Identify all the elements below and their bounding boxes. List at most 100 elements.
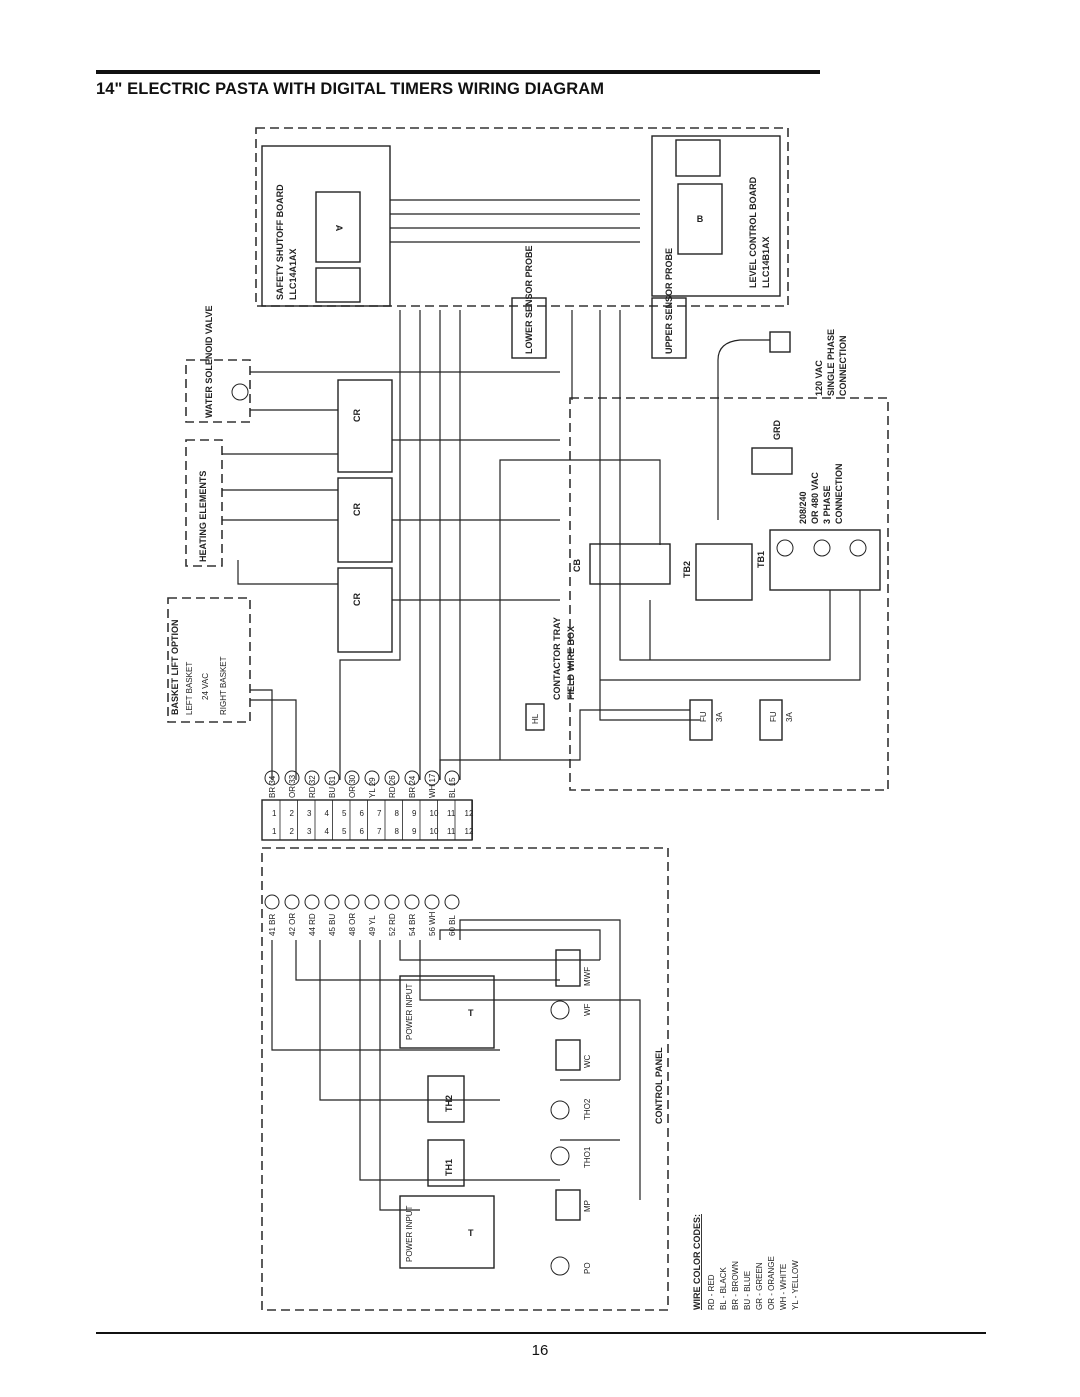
plug — [769, 331, 791, 353]
color-codes-title: WIRE COLOR CODES: — [692, 1214, 702, 1310]
mwf-label: MWF — [583, 967, 592, 986]
grd-label: GRD — [772, 420, 782, 441]
wire-label: BR 34 — [268, 775, 277, 798]
heating-elements-box — [185, 439, 223, 567]
control-panel-outline — [261, 847, 669, 1311]
tho1-label: THO1 — [583, 1146, 592, 1168]
circuit-breakers — [589, 543, 671, 585]
upper-probe-label: UPPER SENSOR PROBE — [664, 248, 674, 354]
wire-label: YL 29 — [368, 777, 377, 798]
color-code-item: WH - WHITE — [779, 1264, 788, 1310]
wire-label: BL 15 — [448, 777, 457, 798]
tb1-label: TB1 — [756, 551, 766, 568]
page-title: 14" ELECTRIC PASTA WITH DIGITAL TIMERS W… — [96, 80, 605, 98]
three-phase-3: 3 PHASE — [822, 485, 832, 524]
three-phase-4: CONNECTION — [834, 464, 844, 525]
wire-label: 48 OR — [348, 913, 357, 936]
terminal-number: 12 — [465, 809, 474, 818]
wire-label: OR 30 — [348, 774, 357, 798]
cr-label-1: CR — [352, 409, 362, 422]
wf-switch — [550, 1000, 570, 1020]
terminal-number: 1 — [272, 827, 277, 836]
wire-label: 44 RD — [308, 913, 317, 936]
wire-label: RD 32 — [308, 775, 317, 798]
transformer-b-label: B — [697, 214, 704, 224]
three-phase-1: 208/240 — [798, 491, 808, 524]
fuse-2 — [759, 699, 783, 741]
footer-rule — [96, 1332, 986, 1334]
lower-probe-label: LOWER SENSOR PROBE — [524, 245, 534, 354]
safety-board-name: SAFETY SHUTOFF BOARD — [275, 184, 285, 300]
terminal-block-tb1 — [769, 529, 881, 591]
machine-outline — [255, 127, 789, 307]
wf-label: WF — [583, 1003, 592, 1016]
basket-lift-outline — [167, 597, 251, 723]
timer-1 — [399, 975, 495, 1049]
terminal-number: 6 — [360, 827, 365, 836]
wire-label: 52 RD — [388, 913, 397, 936]
wire-label: 41 BR — [268, 914, 277, 936]
three-phase-2: OR 480 VAC — [810, 472, 820, 524]
th1-label: TH1 — [444, 1159, 454, 1176]
terminal-number: 9 — [412, 827, 417, 836]
wc-label: WC — [583, 1054, 592, 1068]
wire-label: 45 BU — [328, 914, 337, 936]
tho1-light — [550, 1146, 570, 1166]
basket-lift-title: BASKET LIFT OPTION — [170, 620, 180, 716]
wire-label: 49 YL — [368, 915, 377, 936]
basket-right: RIGHT BASKET — [219, 656, 228, 715]
wire-label: BR 24 — [408, 775, 417, 798]
contactor-1 — [337, 379, 393, 473]
thermostat-th2 — [427, 1075, 465, 1123]
wire-label: 54 BR — [408, 914, 417, 936]
title-rule — [96, 70, 820, 74]
upper-sensor-probe — [651, 297, 687, 359]
terminal-number: 7 — [377, 809, 382, 818]
terminal-number: 1 — [272, 809, 277, 818]
thermostat-th1 — [427, 1139, 465, 1187]
wire-labels-top: BR 34 OR 33 RD 32 BU 31 OR 30 YL 29 RD 26 BR 24… — [264, 770, 460, 798]
mp-switch — [555, 1189, 581, 1221]
tho2-light — [550, 1100, 570, 1120]
cr-label-2: CR — [352, 503, 362, 516]
terminal-block-tb2 — [695, 543, 753, 601]
terminal-number: 12 — [465, 827, 474, 836]
terminal-number: 5 — [342, 827, 347, 836]
wire-label: BU 31 — [328, 775, 337, 798]
cord-line1: 120 VAC — [814, 360, 824, 396]
timer-2-t: T — [468, 1228, 474, 1238]
wc-switch — [555, 1039, 581, 1071]
terminal-number: 3 — [307, 827, 312, 836]
wire-label: 60 BL — [448, 915, 457, 936]
tb2-label: TB2 — [682, 561, 692, 578]
terminal-number: 11 — [447, 809, 456, 818]
wire-label: 42 OR — [288, 913, 297, 936]
wire-label: OR 33 — [288, 774, 297, 798]
wire-label: WH 17 — [428, 773, 437, 798]
cord-line2: SINGLE PHASE — [826, 329, 836, 396]
lower-sensor-probe — [511, 297, 547, 359]
basket-left: LEFT BASKET — [185, 662, 194, 715]
color-code-item: BU - BLUE — [743, 1271, 752, 1310]
th2-label: TH2 — [444, 1095, 454, 1112]
terminal-number: 4 — [325, 827, 330, 836]
power-cord — [717, 339, 770, 520]
heating-label: HEATING ELEMENTS — [198, 471, 208, 562]
terminal-number: 8 — [395, 809, 400, 818]
fu1-rating: 3A — [715, 712, 724, 722]
basket-vac: 24 VAC — [201, 673, 210, 700]
terminal-number: 10 — [430, 809, 439, 818]
level-board-name: LEVEL CONTROL BOARD — [748, 176, 758, 288]
wire-labels-bottom: 41 BR 42 OR 44 RD 45 BU 48 OR 49 YL 52 RD 54 BR… — [264, 894, 460, 936]
timer-1-t: T — [468, 1008, 474, 1018]
water-valve-label: WATER SOLENOID VALVE — [204, 305, 214, 418]
wire-label: RD 26 — [388, 775, 397, 798]
po-label: PO — [583, 1262, 592, 1274]
terminal-number: 2 — [290, 827, 295, 836]
transformer-a — [315, 191, 361, 263]
level-board-part: LLC14B1AX — [761, 236, 771, 288]
color-code-item: GR - GREEN — [755, 1262, 764, 1310]
mwf-switch — [555, 949, 581, 987]
